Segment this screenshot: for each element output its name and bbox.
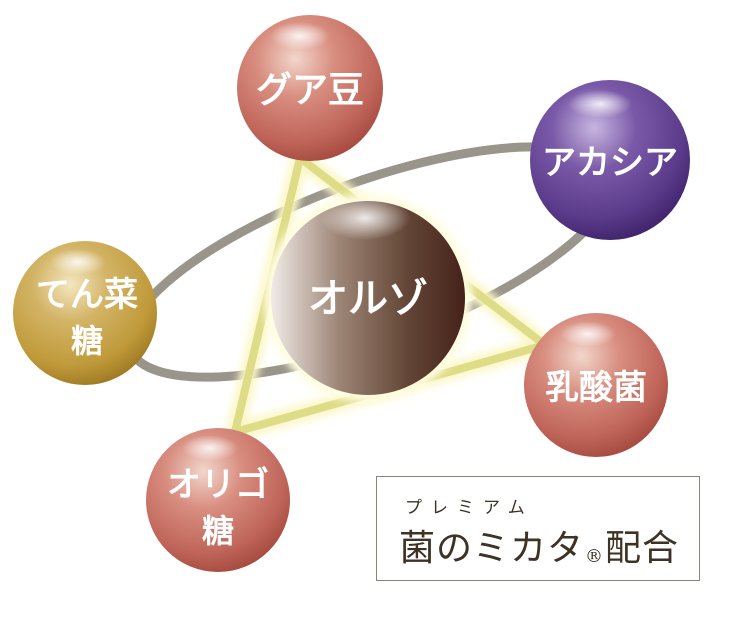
lactic-label: 乳酸菌 [545,368,647,408]
center-label: オルゾ [308,276,428,322]
brand-subtitle: プレミアム [405,498,534,518]
oligo-label-line2: 糖 [202,512,234,550]
ball-acacia: アカシア [530,80,690,240]
brand-title: 菌のミカタ®配合 [399,519,679,571]
ball-lactic-acid-bacteria: 乳酸菌 [524,313,668,457]
brand-title-part2: 配合 [605,528,680,569]
ball-beet-sugar: てん菜 糖 [13,241,157,385]
brand-box: プレミアム 菌のミカタ®配合 [376,476,700,581]
registered-mark: ® [585,546,605,567]
beet-label-line1: てん菜 [36,275,138,315]
beet-label-line2: 糖 [71,322,103,360]
ball-oligosaccharide: オリゴ 糖 [146,428,290,572]
oligo-label-line1: オリゴ [167,465,269,505]
center-ball-orzo: オルゾ [264,194,472,402]
acacia-label: アカシア [542,143,678,183]
brand-title-part1: 菌のミカタ [399,528,585,569]
guar-label: グア豆 [256,70,364,111]
ball-guar-bean: グア豆 [237,15,383,161]
